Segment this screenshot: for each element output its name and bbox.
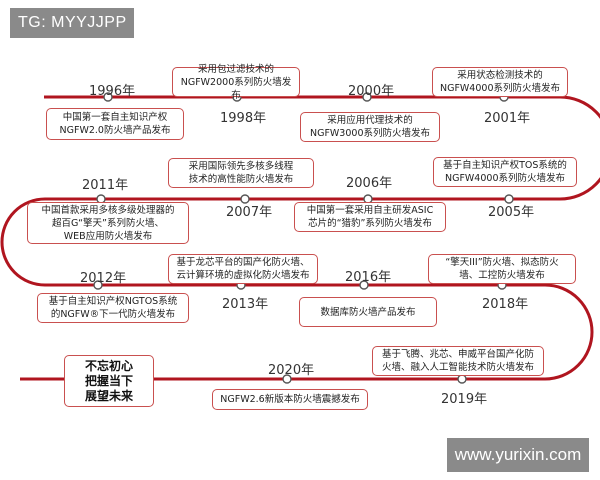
event-card: 采用应用代理技术的 NGFW3000系列防火墙发布 [300, 112, 440, 142]
event-card: 采用包过滤技术的 NGFW2000系列防火墙发布 [172, 64, 300, 101]
event-card: 基于自主知识产权TOS系统的 NGFW4000系列防火墙发布 [433, 157, 577, 187]
year-label: 2006年 [346, 176, 393, 191]
event-card: 采用状态检测技术的 NGFW4000系列防火墙发布 [432, 67, 568, 97]
year-label: 2001年 [484, 111, 531, 126]
timeline-dot [504, 194, 514, 204]
timeline-dot [359, 280, 369, 290]
event-card: NGFW2.6新版本防火墙震撼发布 [212, 389, 368, 410]
timeline-dot [282, 374, 292, 384]
motto-box: 不忘初心 把握当下 展望未来 [64, 355, 154, 407]
event-card: 采用国际领先多核多线程 技术的高性能防火墙发布 [168, 158, 314, 188]
year-label: 2012年 [80, 271, 127, 286]
watermark: www.yurixin.com [447, 438, 589, 472]
year-label: 2007年 [226, 205, 273, 220]
timeline-dot [240, 194, 250, 204]
event-card: 基于飞腾、兆芯、申威平台国产化防 火墙、融入人工智能技术防火墙发布 [372, 346, 544, 376]
year-label: 2016年 [345, 270, 392, 285]
event-card: 中国首款采用多核多级处理器的 超百G“擎天”系列防火墙、 WEB应用防火墙发布 [27, 202, 189, 244]
year-label: 1996年 [89, 84, 136, 99]
corner-tag: TG: MYYJJPP [10, 8, 134, 38]
year-label: 2011年 [82, 178, 129, 193]
year-label: 2000年 [348, 84, 395, 99]
timeline-dot [103, 92, 113, 102]
timeline-dot [457, 374, 467, 384]
year-label: 2019年 [441, 392, 488, 407]
event-card: 中国第一套自主知识产权 NGFW2.0防火墙产品发布 [46, 108, 184, 140]
year-label: 2018年 [482, 297, 529, 312]
year-label: 2005年 [488, 205, 535, 220]
timeline-dot [93, 280, 103, 290]
event-card: “擎天III”防火墙、拟态防火 墙、工控防火墙发布 [428, 254, 576, 284]
year-label: 2013年 [222, 297, 269, 312]
event-card: 数据库防火墙产品发布 [299, 297, 437, 327]
timeline-dot [362, 92, 372, 102]
event-card: 中国第一套采用自主研发ASIC 芯片的“猎豹”系列防火墙发布 [294, 202, 446, 232]
event-card: 基于龙芯平台的国产化防火墙、 云计算环境的虚拟化防火墙发布 [168, 254, 318, 284]
year-label: 1998年 [220, 111, 267, 126]
event-card: 基于自主知识产权NGTOS系统 的NGFW®下一代防火墙发布 [37, 293, 189, 323]
year-label: 2020年 [268, 363, 315, 378]
